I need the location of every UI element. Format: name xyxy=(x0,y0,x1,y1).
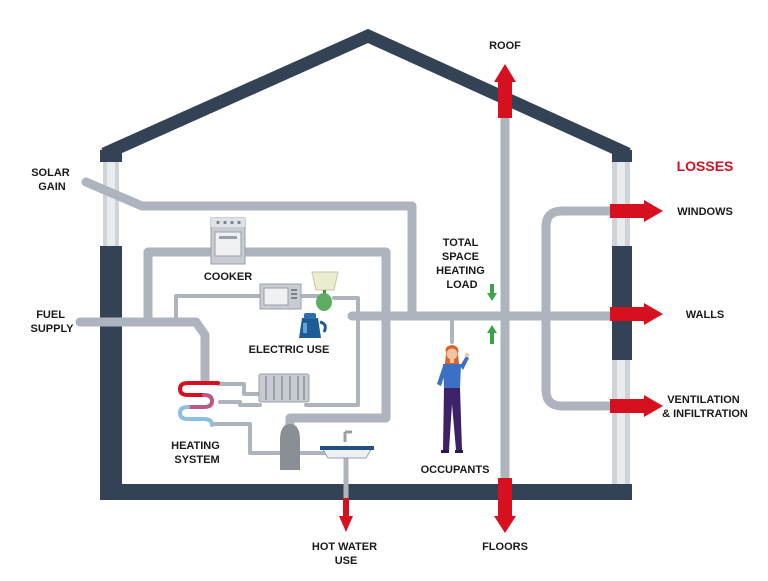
label-electric-use: ELECTRIC USE xyxy=(249,344,330,356)
right-window-pane-bottom xyxy=(617,360,625,484)
right-wall-middle xyxy=(612,246,632,360)
windows-arrow xyxy=(610,200,663,222)
hot-water-pipe xyxy=(210,422,282,455)
sink-icon xyxy=(320,430,374,459)
loss-arrows xyxy=(339,64,663,533)
solar-gain-pipe xyxy=(81,177,417,321)
label-fuel-supply: FUEL SUPPLY xyxy=(30,309,74,335)
load-arrow-down xyxy=(487,284,497,301)
label-solar-gain: SOLAR GAIN xyxy=(31,167,73,193)
radiator-pipe-lower xyxy=(218,400,262,407)
left-window-pane xyxy=(107,162,115,246)
label-floors: FLOORS xyxy=(482,541,528,553)
label-ventilation-infiltration: VENTILATION & INFILTRATION xyxy=(662,394,748,420)
house-structure xyxy=(100,28,632,500)
left-wall-upper xyxy=(100,150,122,162)
cooker-icon xyxy=(210,217,246,265)
radiator-pipe-upper xyxy=(216,382,262,396)
microwave-icon xyxy=(259,283,302,310)
label-windows: WINDOWS xyxy=(677,206,733,218)
load-arrow-up xyxy=(487,325,497,344)
label-walls: WALLS xyxy=(686,309,725,321)
ventilation-arrow xyxy=(610,395,663,417)
cooker-loop-pipe xyxy=(143,247,391,433)
label-total-space-heating-load: TOTAL SPACE HEATING LOAD xyxy=(436,237,488,291)
label-heating-system: HEATING SYSTEM xyxy=(171,440,223,466)
load-arrows xyxy=(487,284,497,344)
radiator-icon xyxy=(258,373,310,403)
windows-ventilation-pipe xyxy=(541,206,617,411)
label-roof: ROOF xyxy=(489,40,521,52)
label-hot-water-use: HOT WATER USE xyxy=(312,541,380,567)
right-wall-upper xyxy=(612,150,632,162)
label-cooker: COOKER xyxy=(204,271,252,283)
fuel-supply-pipe xyxy=(75,317,210,385)
floor-slab xyxy=(100,484,632,500)
label-occupants: OCCUPANTS xyxy=(421,464,490,476)
lamp-icon xyxy=(311,271,339,311)
labels: ROOF LOSSES SOLAR GAIN WINDOWS TOTAL SPA… xyxy=(30,40,747,567)
occupant-icon xyxy=(437,345,470,453)
hot-water-tank-icon xyxy=(280,424,300,470)
heating-coil-icon xyxy=(177,381,220,427)
label-losses: LOSSES xyxy=(677,158,734,174)
pipes xyxy=(75,113,617,501)
radiator-return-pipe xyxy=(304,296,360,407)
left-wall-lower xyxy=(100,246,122,500)
roof-arrow xyxy=(494,64,516,118)
floors-arrow xyxy=(494,478,516,533)
hot-water-arrow xyxy=(339,498,353,532)
electric-loop-pipe xyxy=(174,294,264,324)
walls-arrow xyxy=(610,303,663,325)
kettle-icon xyxy=(299,313,327,338)
roof-outline xyxy=(101,28,631,160)
